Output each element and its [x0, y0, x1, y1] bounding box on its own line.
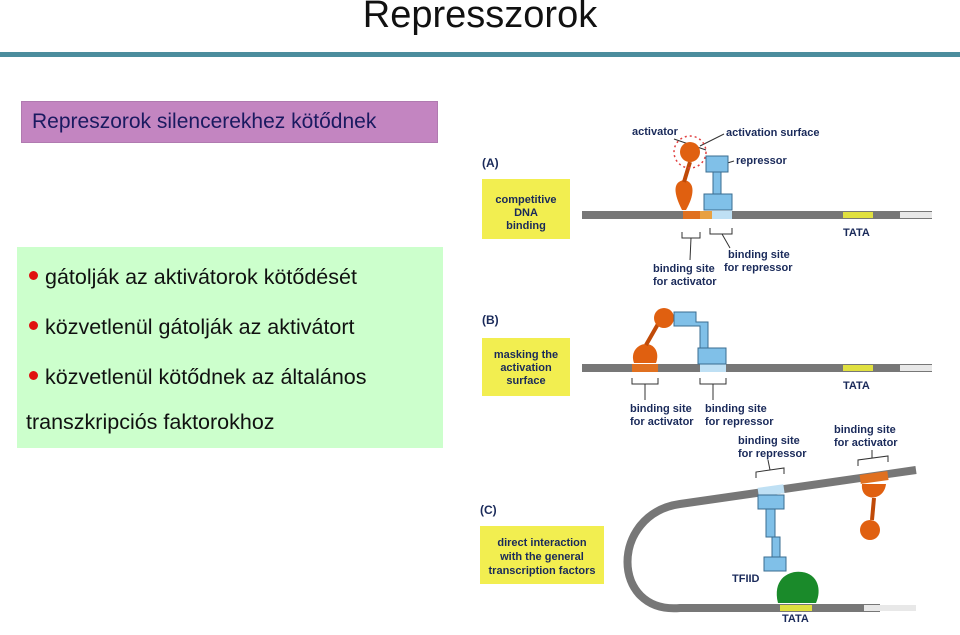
- panel-a-activator-label: activator: [632, 126, 679, 138]
- panel-b-tata-box: [843, 365, 873, 371]
- panel-b-repressor-site: [700, 364, 726, 372]
- panel-b-site-activator: for activator: [630, 416, 694, 428]
- panel-c-site-activator: for activator: [834, 437, 898, 449]
- panel-c-site-repressor: binding site: [738, 435, 800, 447]
- panel-a-repressor-base: [703, 193, 733, 211]
- bracket: [857, 455, 889, 466]
- panel-a-overlap-site: [700, 211, 712, 219]
- panel-c-activator-foot: [861, 484, 886, 498]
- repressor-mechanism-figure: (A) competitive DNA binding activator ac…: [460, 112, 960, 630]
- panel-c-letter: (C): [480, 503, 497, 517]
- slide-title: Represszorok: [362, 0, 598, 36]
- panel-b-dna-end: [900, 365, 932, 371]
- panel-a-activator-site: [683, 211, 701, 219]
- panel-c-repressor-stem: [765, 508, 776, 538]
- bullet-item: közvetlenül kötődnek az általános: [45, 365, 367, 389]
- panel-a-activator-stalk: [682, 161, 692, 183]
- bullet-item: gátolják az aktivátorok kötődését: [45, 265, 357, 289]
- panel-a-note-line: binding: [506, 220, 546, 232]
- panel-a-repressor-stem: [712, 171, 722, 195]
- panel-c-repressor-base: [757, 494, 785, 510]
- panel-b-activator-stalk: [644, 323, 660, 346]
- bracket: [699, 378, 727, 385]
- panel-a-note-line: DNA: [514, 207, 538, 219]
- panel-a-activator-foot: [675, 180, 693, 210]
- panel-c-tfiid-label: TFIID: [732, 573, 760, 585]
- bullet-list-box: gátolják az aktivátorok kötődését közvet…: [17, 247, 443, 448]
- panel-b-site-repressor: binding site: [705, 403, 767, 415]
- panel-c-dna-end: [864, 605, 916, 611]
- panel-b-note-box: [482, 338, 570, 396]
- bullet-dot: [29, 371, 38, 380]
- panel-a-tata-label: TATA: [843, 227, 870, 239]
- panel-b-note-line: masking the: [494, 349, 558, 361]
- pointer-line: [721, 233, 731, 249]
- panel-a-dna: [582, 211, 932, 219]
- bracket: [709, 228, 733, 235]
- title-divider: [0, 52, 960, 57]
- panel-a-repressor-site: [712, 211, 732, 219]
- panel-c-note-box: [480, 526, 604, 584]
- panel-a-activator-head: [680, 142, 700, 162]
- activation-surface-icon: [673, 135, 707, 169]
- panel-a-tata-box: [843, 212, 873, 218]
- panel-b-activator-foot: [632, 344, 658, 363]
- figure-svg: (A) competitive DNA binding activator ac…: [480, 126, 932, 625]
- panel-a-repressor-label: repressor: [736, 155, 787, 167]
- panel-a-dna-end: [900, 212, 932, 218]
- panel-c-note-line: with the general: [499, 551, 584, 563]
- panel-c-tata-box: [780, 605, 812, 611]
- panel-c-note-line: direct interaction: [497, 537, 587, 549]
- subtitle-text: Represzorok silencerekhez kötődnek: [32, 110, 377, 133]
- panel-a-activation-surface-label: activation surface: [726, 127, 820, 139]
- bullet-item-continuation: transzkripciós faktorokhoz: [26, 410, 275, 434]
- panel-c-tata-label: TATA: [782, 613, 809, 625]
- panel-b-dna: [582, 364, 932, 372]
- panel-c-repressor-head: [763, 556, 787, 572]
- pointer-line: [767, 459, 771, 471]
- bullet-dot: [29, 321, 38, 330]
- bullet-item: közvetlenül gátolják az aktivátort: [45, 315, 355, 339]
- panel-b-activator-head: [654, 308, 674, 328]
- panel-c-tfiid: [776, 571, 819, 603]
- panel-c-dna-loop: [623, 466, 917, 613]
- panel-b-note-line: activation: [500, 362, 552, 374]
- panel-b-note-line: surface: [506, 375, 545, 387]
- panel-b-repressor-arm: [673, 311, 709, 349]
- panel-c-activator-stalk: [870, 497, 876, 521]
- panel-b-site-activator: binding site: [630, 403, 692, 415]
- bullet-dot: [29, 271, 38, 280]
- subtitle-box: Represzorok silencerekhez kötődnek: [21, 101, 438, 143]
- panel-c-activator-site: [859, 471, 889, 484]
- panel-a-site-activator: for activator: [653, 276, 717, 288]
- panel-c-note-line: transcription factors: [489, 565, 596, 577]
- bracket: [681, 232, 701, 239]
- panel-c-repressor-site: [757, 484, 785, 497]
- panel-a-note-box: [482, 179, 570, 239]
- panel-b-repressor-base: [697, 347, 727, 365]
- panel-a-site-repressor: binding site: [728, 249, 790, 261]
- panel-a-site-activator: binding site: [653, 263, 715, 275]
- panel-b-tata-label: TATA: [843, 380, 870, 392]
- panel-a-note-line: competitive: [495, 194, 556, 206]
- panel-b-letter: (B): [482, 313, 499, 327]
- pointer-line: [689, 237, 692, 261]
- panel-c-site-repressor: for repressor: [738, 448, 807, 460]
- panel-a-site-repressor: for repressor: [724, 262, 793, 274]
- panel-a-repressor-top: [705, 155, 729, 173]
- panel-c-activator-head: [860, 520, 880, 540]
- panel-c-repressor-neck: [771, 536, 781, 558]
- panel-b-site-repressor: for repressor: [705, 416, 774, 428]
- panel-b-activator-site: [632, 364, 658, 372]
- bracket: [631, 378, 659, 385]
- panel-a-letter: (A): [482, 156, 499, 170]
- panel-c-site-activator: binding site: [834, 424, 896, 436]
